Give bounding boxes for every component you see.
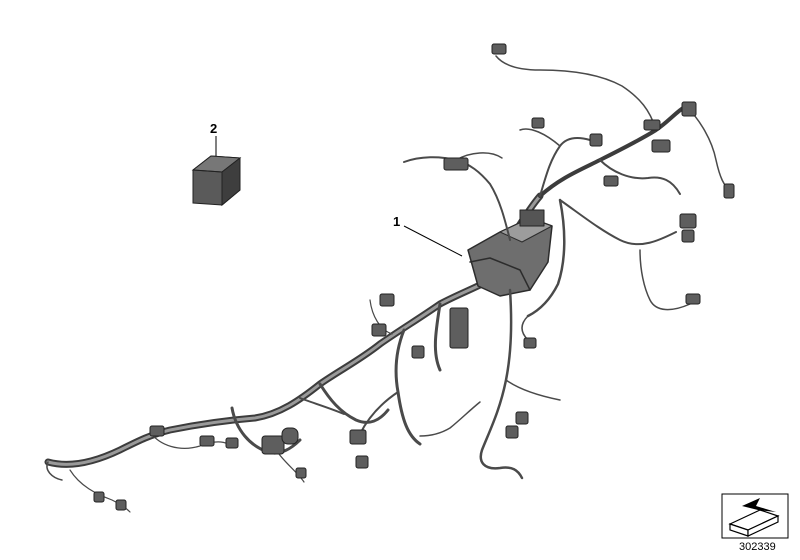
connector — [685, 293, 701, 305]
connector — [603, 175, 619, 187]
connector — [115, 499, 127, 511]
orientation-arrow-icon — [721, 493, 789, 539]
connector — [411, 345, 425, 359]
callout-item-2: 2 — [210, 121, 218, 136]
connector — [491, 43, 507, 55]
connector — [643, 119, 661, 131]
leader-line-1 — [403, 225, 463, 257]
connector — [199, 435, 215, 447]
connector — [505, 425, 519, 439]
connector — [261, 435, 285, 455]
wiring-harness-icon — [44, 55, 731, 513]
connector — [651, 139, 671, 153]
connector — [93, 491, 105, 503]
connector — [149, 425, 165, 437]
connector — [371, 323, 387, 337]
connector — [515, 411, 529, 425]
connector — [523, 337, 537, 349]
connector — [281, 427, 299, 445]
connector — [295, 467, 307, 479]
connector — [589, 133, 603, 147]
connector — [723, 183, 735, 199]
harness-connectors — [93, 43, 735, 511]
connector — [531, 117, 545, 129]
callout-item-1: 1 — [393, 214, 401, 229]
connector — [443, 157, 469, 171]
connector — [449, 307, 469, 349]
connector — [681, 101, 697, 117]
connector — [681, 229, 695, 243]
figure-part-number: 302339 — [739, 541, 776, 553]
connector — [379, 293, 395, 307]
relay-icon — [191, 155, 242, 207]
connector — [355, 455, 369, 469]
connector — [679, 213, 697, 229]
harness-junction-block — [467, 209, 553, 297]
connector — [225, 437, 239, 449]
connector — [349, 429, 367, 445]
